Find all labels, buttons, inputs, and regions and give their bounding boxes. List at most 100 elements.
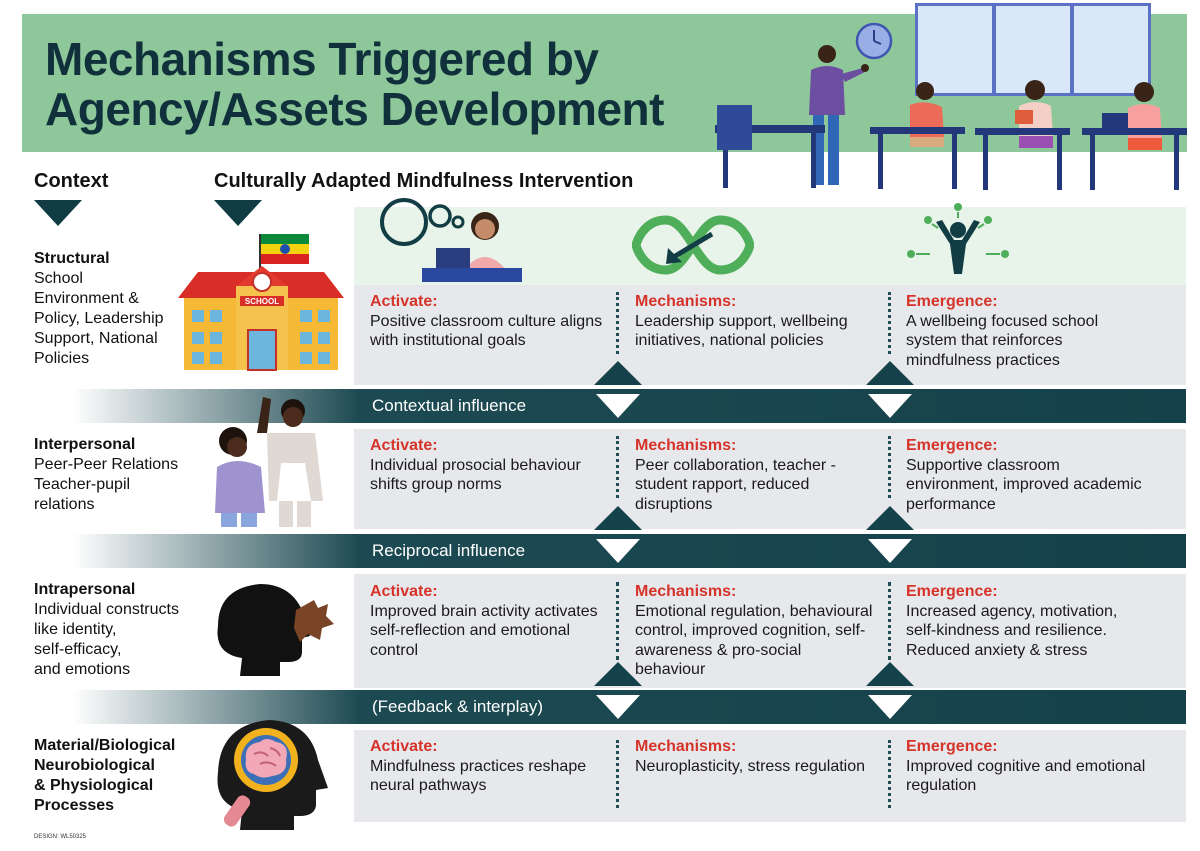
context-title: Intrapersonal: [34, 581, 136, 598]
intrapersonal-mechanisms: Mechanisms: Emotional regulation, behavi…: [635, 582, 875, 680]
down-arrow-icon: [868, 539, 912, 563]
mechanisms-label: Mechanisms:: [635, 738, 737, 755]
student-desk-3: [1082, 82, 1187, 190]
activate-text: Individual prosocial behaviour shifts gr…: [370, 456, 581, 494]
context-line: Environment &: [34, 290, 139, 307]
brain-magnifier-icon: [217, 720, 328, 830]
classroom-illustration: [710, 0, 1190, 195]
interpersonal-context: Interpersonal Peer-Peer Relations Teache…: [34, 435, 178, 515]
mechanisms-text: Emotional regulation, behavioural contro…: [635, 602, 873, 679]
interpersonal-mechanisms: Mechanisms: Peer collaboration, teacher …: [635, 436, 875, 514]
intrapersonal-emergence: Emergence: Increased agency, motivation,…: [906, 582, 1146, 660]
biological-emergence: Emergence: Improved cognitive and emotio…: [906, 737, 1146, 796]
down-arrow-icon: [868, 695, 912, 719]
row-biological: [354, 730, 1186, 822]
up-arrow-icon: [594, 361, 642, 385]
intrapersonal-context: Intrapersonal Individual constructs like…: [34, 580, 179, 680]
down-arrow-icon: [596, 394, 640, 418]
activate-text: Positive classroom culture aligns with i…: [370, 312, 603, 350]
row-intrapersonal: [354, 574, 1186, 688]
high-five-students-icon: [215, 397, 323, 527]
desk-left: [715, 105, 825, 188]
page-title: Mechanisms Triggered by Agency/Assets De…: [45, 33, 664, 135]
design-credit: DESIGN: WL50325: [34, 834, 87, 840]
emerging-person-icon: [907, 203, 1009, 274]
context-title: Interpersonal: [34, 436, 136, 453]
divider: [888, 740, 891, 808]
context-line: relations: [34, 496, 95, 513]
up-arrow-icon: [866, 662, 914, 686]
context-line: Processes: [34, 797, 115, 814]
school-sign: SCHOOL: [245, 297, 279, 306]
divider: [616, 436, 619, 498]
interpersonal-emergence: Emergence: Supportive classroom environm…: [906, 436, 1146, 514]
structural-activate: Activate: Positive classroom culture ali…: [370, 292, 606, 351]
window-pane: [1071, 3, 1151, 96]
emergence-label: Emergence:: [906, 437, 998, 454]
emergence-label: Emergence:: [906, 583, 998, 600]
up-arrow-icon: [866, 506, 914, 530]
mechanisms-text: Neuroplasticity, stress regulation: [635, 757, 866, 775]
context-line: Peer-Peer Relations: [34, 456, 179, 473]
activate-label: Activate:: [370, 738, 438, 755]
school-building-icon: SCHOOL: [178, 234, 344, 371]
divider: [616, 740, 619, 808]
activate-label: Activate:: [370, 437, 438, 454]
biological-context: Material/Biological Neurobiological & Ph…: [34, 736, 175, 816]
teacher-figure: [809, 45, 869, 185]
structural-mechanisms: Mechanisms: Leadership support, wellbein…: [635, 292, 875, 351]
mechanisms-text: Leadership support, wellbeing initiative…: [635, 312, 848, 350]
divider: [888, 436, 891, 498]
up-arrow-icon: [866, 361, 914, 385]
band-label: (Feedback & interplay): [372, 697, 544, 716]
emergence-text: Supportive classroom environment, improv…: [906, 456, 1142, 513]
up-arrow-icon: [594, 506, 642, 530]
activate-text: Mindfulness practices reshape neural pat…: [370, 757, 587, 795]
cycle-arrows-icon: [632, 215, 754, 275]
structural-emergence: Emergence: A wellbeing focused school sy…: [906, 292, 1146, 370]
context-arrow-icon: [34, 200, 82, 226]
context-line: Support, National: [34, 330, 158, 347]
divider: [616, 292, 619, 354]
context-line: Policy, Leadership: [34, 310, 164, 327]
puzzle-head-icon: [217, 584, 334, 676]
down-arrow-icon: [596, 695, 640, 719]
mechanisms-label: Mechanisms:: [635, 293, 737, 310]
emergence-text: A wellbeing focused school system that r…: [906, 312, 1099, 369]
context-line: Teacher-pupil: [34, 476, 131, 493]
emergence-label: Emergence:: [906, 738, 998, 755]
divider: [888, 292, 891, 354]
band-label: Reciprocal influence: [372, 541, 526, 560]
row-structural: [354, 285, 1186, 385]
mechanisms-text: Peer collaboration, teacher - student ra…: [635, 456, 836, 513]
mechanisms-label: Mechanisms:: [635, 437, 737, 454]
context-title: Material/Biological: [34, 737, 176, 754]
row-interpersonal: [354, 429, 1186, 529]
activate-label: Activate:: [370, 293, 438, 310]
biological-mechanisms: Mechanisms: Neuroplasticity, stress regu…: [635, 737, 875, 776]
clock-icon: [855, 22, 893, 60]
context-line: Individual constructs: [34, 601, 179, 618]
interpersonal-activate: Activate: Individual prosocial behaviour…: [370, 436, 606, 495]
student-desk-2: [975, 80, 1070, 190]
context-line: Policies: [34, 350, 90, 367]
mechanisms-label: Mechanisms:: [635, 583, 737, 600]
down-arrow-icon: [596, 539, 640, 563]
divider: [888, 582, 891, 660]
window-pane: [915, 3, 995, 96]
intrapersonal-activate: Activate: Improved brain activity activa…: [370, 582, 606, 660]
up-arrow-icon: [594, 662, 642, 686]
activate-text: Improved brain activity activates self-r…: [370, 602, 598, 659]
context-line: Neurobiological: [34, 757, 155, 774]
intervention-arrow-icon: [214, 200, 262, 226]
student-desk-1: [870, 82, 965, 189]
biological-activate: Activate: Mindfulness practices reshape …: [370, 737, 606, 796]
context-line: School: [34, 270, 83, 287]
context-heading: Context: [34, 170, 109, 192]
context-title: Structural: [34, 250, 110, 267]
divider: [616, 582, 619, 660]
context-line: like identity,: [34, 621, 117, 638]
activate-label: Activate:: [370, 583, 438, 600]
context-line: self-efficacy,: [34, 641, 122, 658]
context-line: and emotions: [34, 661, 131, 678]
